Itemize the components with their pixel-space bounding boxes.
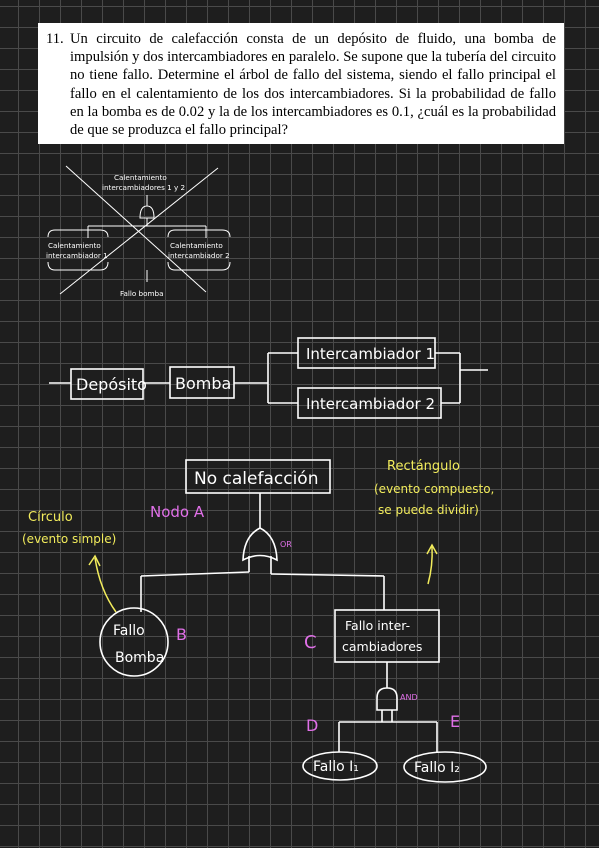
block-labels: Depósito Bomba Intercambiador 1 Intercam… <box>76 345 435 413</box>
sketch-bracket-left <box>47 229 109 271</box>
top-event-label: No calefacción <box>194 469 318 489</box>
fault-tree-labels: No calefacción Fallo Bomba Fallo inter- … <box>113 469 460 776</box>
circulo-label: Círculo <box>28 510 73 525</box>
and-gate-label: AND <box>400 693 418 702</box>
intercambiador2-label: Intercambiador 2 <box>306 395 435 413</box>
label-d: D <box>306 716 318 735</box>
label-b: B <box>176 625 187 644</box>
fallo-i1-ellipse <box>302 751 378 781</box>
problem-statement: 11. Un circuito de calefacción consta de… <box>38 23 564 144</box>
yellow-arrows <box>88 543 438 613</box>
crossed-sketch <box>47 165 231 295</box>
intercambiador1-label: Intercambiador 1 <box>306 345 435 363</box>
block-diagram <box>49 337 488 419</box>
yellow-annotations: Círculo (evento simple) Rectángulo (even… <box>22 459 494 546</box>
sketch-left-line2: intercambiador 1 <box>46 251 108 260</box>
arrow-head-circulo <box>88 554 101 567</box>
or-branch-left <box>140 571 250 577</box>
sketch-connector-top <box>87 218 207 238</box>
rectangulo-sublabel-2: se puede dividir) <box>378 503 479 517</box>
sketch-top-line2: intercambiadores 1 y 2 <box>102 183 185 192</box>
sketch-left-line1: Calentamiento <box>48 241 101 250</box>
and-gate <box>376 687 398 711</box>
sketch-bracket-right <box>167 229 231 271</box>
sketch-top-line1: Calentamiento <box>114 173 167 182</box>
or-branch-right <box>270 573 385 577</box>
arrow-to-rectangulo <box>427 545 433 585</box>
circulo-sublabel: (evento simple) <box>22 532 116 546</box>
arrow-head-rectangulo <box>426 543 438 555</box>
cross-line-2 <box>59 167 219 295</box>
fallo-bomba-circle <box>99 607 169 677</box>
or-gate-label: OR <box>280 540 292 549</box>
top-event-box <box>185 459 331 494</box>
or-gate <box>242 527 278 562</box>
bomba-label: Bomba <box>175 374 231 393</box>
fault-tree <box>99 459 487 783</box>
rectangulo-sublabel-1: (evento compuesto, <box>374 482 494 496</box>
fallo-i2-label: Fallo I₂ <box>414 760 460 776</box>
rectangulo-label: Rectángulo <box>387 459 460 474</box>
fallo-i1-label: Fallo I₁ <box>313 759 359 775</box>
sketch-right-line2: intercambiador 2 <box>168 251 230 260</box>
sketch-bottom-label: Fallo bomba <box>120 289 163 298</box>
nodo-a-label: Nodo A <box>150 503 205 521</box>
arrow-to-circulo <box>94 557 117 613</box>
fallo-inter-label-2: cambiadores <box>342 639 422 654</box>
sketch-right-line1: Calentamiento <box>170 241 223 250</box>
cross-line-1 <box>65 165 207 293</box>
fallo-i2-ellipse <box>403 751 487 783</box>
deposito-box <box>70 368 144 400</box>
label-e: E <box>450 712 460 731</box>
pink-labels: Nodo A OR B C AND D E <box>150 503 460 735</box>
sketch-labels: Calentamiento intercambiadores 1 y 2 Cal… <box>46 173 230 298</box>
problem-number: 11. <box>46 31 64 47</box>
fallo-inter-label-1: Fallo inter- <box>345 618 410 633</box>
problem-text: Un circuito de calefacción consta de un … <box>70 31 556 139</box>
fallo-bomba-label-1: Fallo <box>113 623 145 639</box>
sketch-and-gate <box>139 195 155 219</box>
fallo-bomba-label-2: Bomba <box>115 650 164 666</box>
deposito-label: Depósito <box>76 375 147 394</box>
label-c: C <box>304 632 317 653</box>
